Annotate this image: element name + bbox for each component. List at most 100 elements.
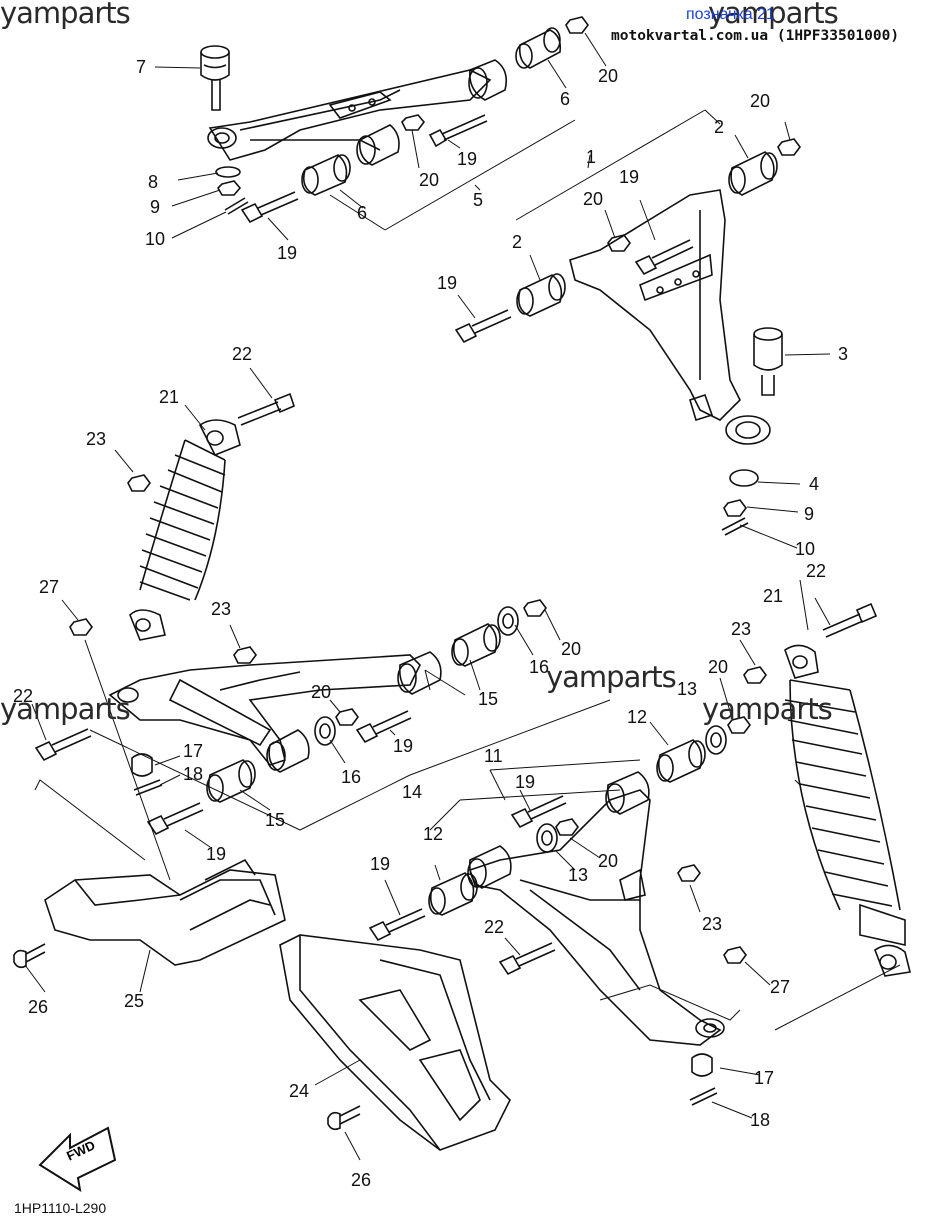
nut-17a [131,753,153,777]
bolt-19e [355,710,412,744]
callout-25: 25 [124,991,145,1011]
callout-15: 15 [265,810,286,830]
cotter-pin-10a [224,197,249,215]
callout-13: 13 [677,679,698,699]
bolt-19a [428,114,488,148]
cotter-pin-18a [133,779,163,796]
callout-20: 20 [311,682,332,702]
fwd-arrow-icon [38,1126,117,1193]
callout-20: 20 [708,657,729,677]
nut-20g [727,716,751,734]
ball-joint-3 [753,327,783,396]
bushing-tube-b [356,124,400,166]
nut-20e [523,599,547,617]
callout-20: 20 [561,639,582,659]
nut-20a [565,16,589,34]
nut-27b [723,946,747,964]
callout-26: 26 [28,997,49,1017]
bolt-22c [498,942,556,976]
callout-7: 7 [136,57,147,77]
bushing-15a [451,623,501,667]
callout-24: 24 [289,1081,310,1101]
callout-9: 9 [804,504,815,524]
callout-27: 27 [770,977,791,997]
diagram-code: 1HP1110-L290 [14,1200,107,1216]
upper-right-arm [569,189,771,445]
nut-27a [69,618,93,636]
callout-27: 27 [39,577,60,597]
washer-16b [314,716,336,746]
callout-22: 22 [13,686,34,706]
callout-16: 16 [341,767,362,787]
washer-13a [705,725,727,755]
callout-23: 23 [86,429,107,449]
watermark: yamparts [702,692,833,726]
guard-25 [44,858,286,966]
watermark: yamparts [0,692,131,726]
upper-left-arm [207,69,492,161]
callout-18: 18 [750,1110,771,1130]
callout-10: 10 [795,539,816,559]
callout-17: 17 [754,1068,775,1088]
shock-absorber-right [784,644,911,977]
watermark: yamparts [708,0,839,30]
nut-20h [555,818,579,836]
callout-19: 19 [277,243,298,263]
circlip-8 [215,166,241,178]
washer-16a [497,606,519,636]
screw-26b [327,1105,361,1131]
callout-19: 19 [619,167,640,187]
bushing-tube-e [605,771,650,815]
callout-19: 19 [457,149,478,169]
callout-21: 21 [763,586,784,606]
nut-9a [217,180,242,196]
lower-left-arm [108,654,421,766]
bolt-19h [368,908,426,942]
bushing-tube-f [467,845,512,889]
bolt-19c [634,239,694,276]
bushing-15b [206,759,256,803]
cotter-pin-10b [721,517,749,536]
nut-23c [677,864,701,882]
callout-12: 12 [423,824,444,844]
callout-19: 19 [393,736,414,756]
callout-20: 20 [750,91,771,111]
circlip-4 [729,469,759,487]
callout-17: 17 [183,741,204,761]
callout-23: 23 [731,619,752,639]
cotter-pin-18b [689,1087,718,1106]
leader-lines [24,32,901,1161]
bushing-tube-a [468,59,508,101]
bolt-22a [237,392,295,426]
callout-23: 23 [702,914,723,934]
callout-2: 2 [714,117,725,137]
bolt-22d [822,602,878,638]
callout-11: 11 [484,746,503,766]
callout-26: 26 [351,1170,372,1190]
callout-21: 21 [159,387,180,407]
callout-19: 19 [206,844,227,864]
callout-16: 16 [529,657,550,677]
callout-12: 12 [627,707,648,727]
screw-26a [13,943,46,969]
bolt-19b [240,191,299,224]
lower-right-arm [468,789,725,1046]
callout-5: 5 [473,190,484,210]
bolt-19d [454,309,512,344]
bushing-2b [516,273,566,317]
nut-20f [335,708,359,726]
callout-13: 13 [568,865,589,885]
callout-4: 4 [809,474,820,494]
part-marker-link[interactable]: позначка 21 [686,6,775,23]
bolt-22b [34,728,92,762]
bolt-19f [146,802,204,836]
nut-20c [777,138,801,156]
callout-23: 23 [211,599,232,619]
callout-3: 3 [838,344,849,364]
bushing-tube-c [397,651,442,695]
nut-17b [691,1053,713,1077]
bushing-12b [428,872,478,916]
callout-10: 10 [145,229,166,249]
